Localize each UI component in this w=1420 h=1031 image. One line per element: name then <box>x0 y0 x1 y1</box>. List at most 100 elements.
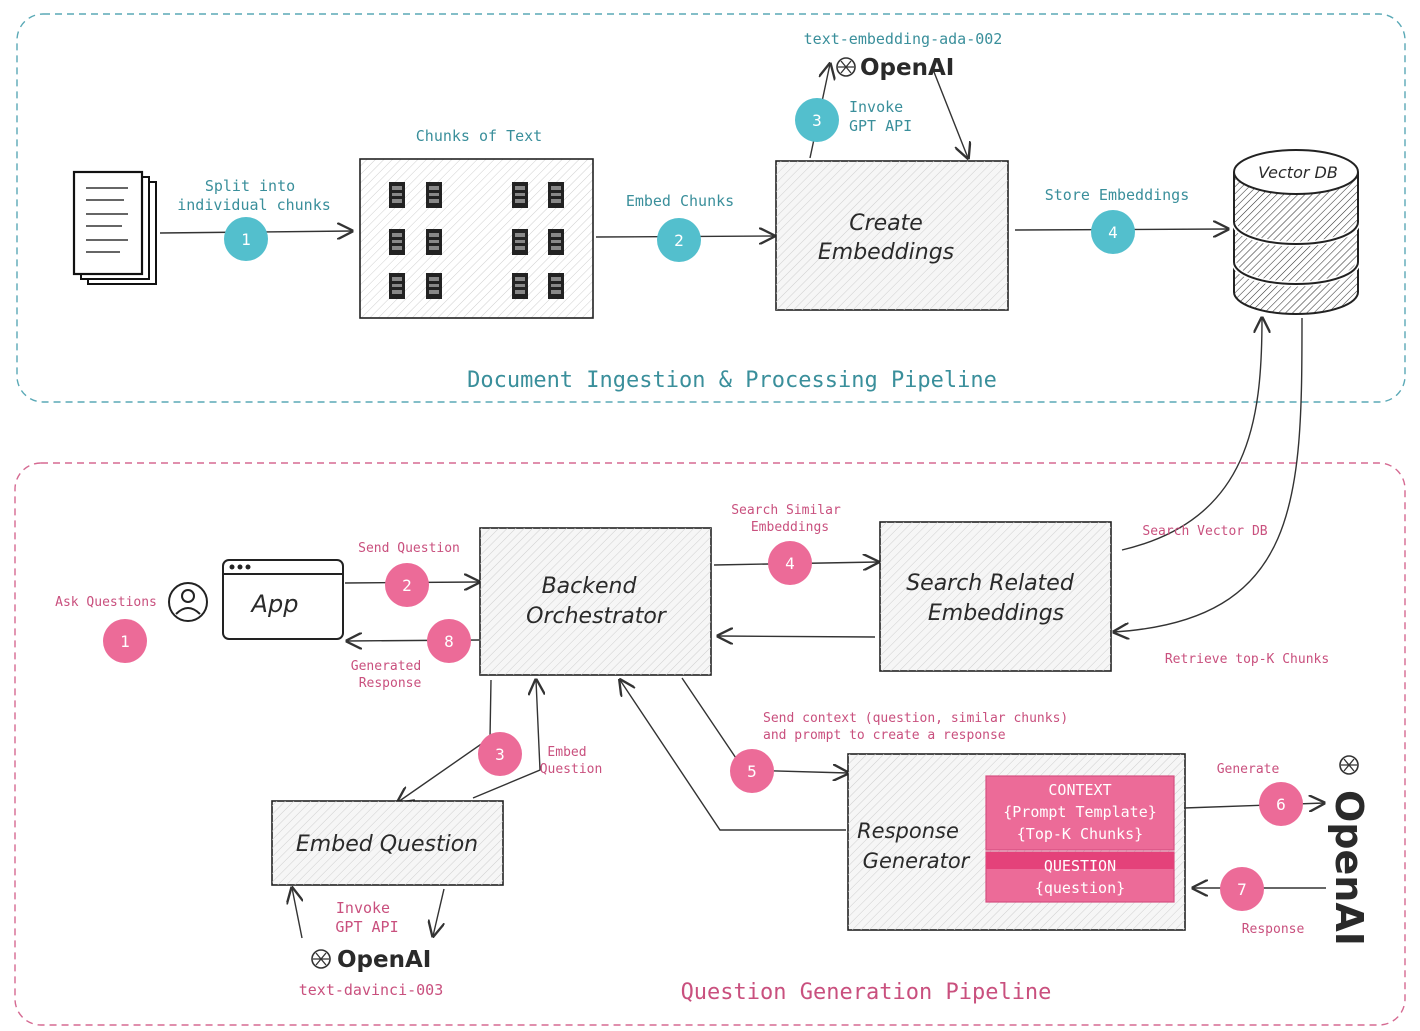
chunk-icon <box>548 182 564 208</box>
openai-label-bottom: OpenAI <box>337 947 431 973</box>
send-question-label: Send Question <box>358 541 460 556</box>
generated-response-line1: Generated <box>351 659 421 674</box>
step-badge-2-bottom <box>385 563 429 607</box>
document-stack-icon <box>72 170 157 285</box>
chunk-icon <box>389 229 405 255</box>
app-label: App <box>250 590 299 618</box>
browser-window-icon <box>222 559 344 640</box>
svg-text:4: 4 <box>785 554 795 573</box>
embed-chunks-label: Embed Chunks <box>626 192 734 210</box>
generated-response-line2: Response <box>359 676 422 691</box>
retrieve-chunks-label: Retrieve top-K Chunks <box>1165 652 1329 667</box>
step-badge-3-top <box>795 98 839 142</box>
database-icon <box>1231 149 1361 315</box>
backend-line2: Orchestrator <box>526 604 668 629</box>
step-badge-6-bottom <box>1259 782 1303 826</box>
chunks-of-text-label: Chunks of Text <box>416 127 542 145</box>
send-context-line2: and prompt to create a response <box>763 728 1006 743</box>
search-related-line1: Search Related <box>906 571 1075 596</box>
svg-text:6: 6 <box>1276 795 1286 814</box>
chunk-icon <box>548 273 564 299</box>
split-label-line2: individual chunks <box>177 196 331 214</box>
context-line2: {Prompt Template} <box>1003 803 1157 821</box>
context-block <box>985 775 1175 851</box>
step-badge-8-bottom <box>427 619 471 663</box>
chunk-icon <box>426 273 442 299</box>
related-embeddings-return-arrow <box>718 636 876 637</box>
invoke-api-arrow-down <box>933 71 968 158</box>
embed-question-side-line1: Embed <box>547 745 586 760</box>
svg-text:2: 2 <box>402 576 412 595</box>
search-similar-line1: Search Similar <box>731 503 841 518</box>
search-related-line2: Embeddings <box>928 601 1064 626</box>
svg-text:5: 5 <box>747 762 757 781</box>
svg-text:3: 3 <box>495 745 505 764</box>
response-generator-line2: Generator <box>863 849 971 873</box>
search-vector-db-label: Search Vector DB <box>1142 524 1267 539</box>
split-label-line1: Split into <box>205 177 295 195</box>
chunk-icon <box>512 273 528 299</box>
vector-db-label: Vector DB <box>1258 163 1338 182</box>
invoke-api-arrow-down-bottom <box>433 888 445 936</box>
step-badge-4-top <box>1091 210 1135 254</box>
step-badge-1-top <box>224 217 268 261</box>
ask-questions-label: Ask Questions <box>55 595 157 610</box>
svg-text:1: 1 <box>241 230 251 249</box>
create-embeddings-line2: Embeddings <box>818 240 954 265</box>
response-generator-line1: Response <box>857 819 959 843</box>
openai-label-vertical: OpenAI <box>1327 790 1371 946</box>
ingestion-pipeline-title: Document Ingestion & Processing Pipeline <box>467 368 997 393</box>
embed-question-arrow-up <box>472 680 540 799</box>
question-pipeline-title: Question Generation Pipeline <box>681 980 1052 1005</box>
step-badge-2-top <box>657 218 701 262</box>
svg-text:4: 4 <box>1108 223 1118 242</box>
context-line3: {Top-K Chunks} <box>1017 825 1143 843</box>
chunk-icon <box>426 182 442 208</box>
embedding-model-label: text-embedding-ada-002 <box>804 30 1003 48</box>
openai-logo-icon <box>836 57 856 77</box>
chunk-icon <box>389 273 405 299</box>
chunk-icon <box>389 182 405 208</box>
embed-question-arrow-down <box>398 679 492 802</box>
response-return-arrow <box>620 680 846 831</box>
svg-text:3: 3 <box>812 111 822 130</box>
step-badge-5-bottom <box>730 749 774 793</box>
search-vector-db-arrow <box>1121 318 1262 551</box>
embed-question-side-line2: Question <box>540 762 603 777</box>
generate-arrow <box>1183 803 1324 808</box>
chunk-icon <box>548 229 564 255</box>
search-similar-line2: Embeddings <box>751 520 829 535</box>
retrieve-chunks-arrow <box>1114 317 1303 632</box>
openai-label-top: OpenAI <box>860 55 954 81</box>
step-badge-1-bottom <box>103 619 147 663</box>
store-embeddings-label: Store Embeddings <box>1045 186 1190 204</box>
invoke-label-bottom-line1: Invoke <box>336 899 390 917</box>
question-pipeline-frame <box>14 462 1406 1026</box>
send-context-line1: Send context (question, similar chunks) <box>763 711 1068 726</box>
user-icon <box>168 582 208 622</box>
svg-text:7: 7 <box>1237 880 1247 899</box>
step-badge-7-bottom <box>1220 867 1264 911</box>
embed-question-box-label: Embed Question <box>296 832 478 857</box>
create-embeddings-line1: Create <box>849 211 923 236</box>
chunk-icon <box>426 229 442 255</box>
generate-label: Generate <box>1217 762 1280 777</box>
svg-text:2: 2 <box>674 231 684 250</box>
svg-text:1: 1 <box>120 632 130 651</box>
question-line2: {question} <box>1035 879 1125 897</box>
question-line1: QUESTION <box>1044 857 1116 875</box>
openai-logo-icon <box>1339 755 1359 775</box>
invoke-label-line1: Invoke <box>849 98 903 116</box>
chunk-icon <box>512 229 528 255</box>
davinci-model-label: text-davinci-003 <box>299 981 444 999</box>
invoke-api-arrow-up-bottom <box>292 888 302 939</box>
svg-text:8: 8 <box>444 632 454 651</box>
invoke-label-line2: GPT API <box>849 117 912 135</box>
step-badge-4-bottom <box>768 541 812 585</box>
response-label: Response <box>1242 922 1305 937</box>
invoke-label-bottom-line2: GPT API <box>335 918 398 936</box>
context-line1: CONTEXT <box>1048 781 1111 799</box>
backend-line1: Backend <box>542 574 638 599</box>
openai-logo-icon <box>311 949 331 969</box>
